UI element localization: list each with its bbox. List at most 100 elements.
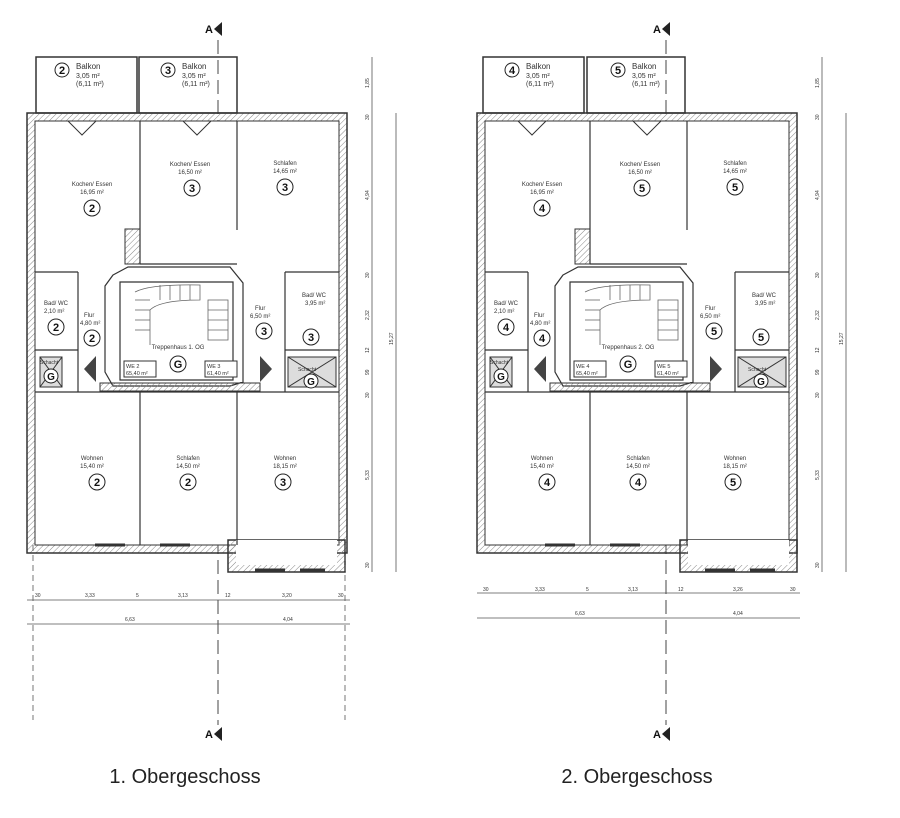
dimension-lines	[477, 57, 847, 619]
balcony-area-total: (6,11 m²)	[76, 81, 104, 88]
dim-label: 2,32	[365, 310, 371, 320]
balcony-number: 4	[509, 65, 516, 77]
room-name: Flur	[84, 313, 94, 319]
plan-1: A A	[26, 22, 397, 788]
dim-label: 30	[35, 593, 41, 599]
room-name: Flur	[534, 313, 544, 319]
dimension-lines	[27, 57, 397, 720]
dim-label: 30	[365, 114, 371, 120]
room-area: 6,50 m²	[250, 314, 270, 320]
room-name: Kochen/ Essen	[522, 182, 562, 188]
section-marker-top: A	[653, 22, 670, 36]
unit-area: 61,40 m²	[207, 371, 229, 377]
balcony-area: 3,05 m²	[76, 73, 100, 80]
unit-number: 3	[280, 477, 286, 489]
room-name: Kochen/ Essen	[620, 162, 660, 168]
room-labels: 2 Balkon 3,05 m² (6,11 m²) 3 Balkon 3,05…	[40, 62, 327, 491]
room-area: 15,40 m²	[80, 464, 104, 470]
dim-label: 5	[136, 593, 139, 599]
unit-number: G	[47, 372, 55, 383]
room-name: Treppenhaus 1. OG	[152, 345, 205, 351]
dim-label: 99	[815, 369, 821, 375]
dim-label: 30	[365, 562, 371, 568]
unit-number: 4	[539, 203, 546, 215]
room-name: Wohnen	[724, 456, 746, 462]
balcony-area: 3,05 m²	[182, 73, 206, 80]
dim-label: 3,33	[535, 587, 545, 593]
balcony-name: Balkon	[182, 62, 206, 71]
unit-number: G	[307, 377, 315, 388]
unit-label: WE 5	[657, 364, 670, 370]
dim-label: 15,27	[839, 332, 845, 345]
section-marker-bottom: A	[205, 727, 222, 741]
section-label: A	[205, 24, 213, 36]
room-name: Schlafen	[176, 456, 199, 462]
unit-number: 2	[89, 203, 95, 215]
dim-label: 12	[365, 347, 371, 353]
room-area: 3,95 m²	[305, 301, 325, 307]
room-name: Schacht	[40, 360, 59, 366]
room-area: 3,95 m²	[755, 301, 775, 307]
staircase	[584, 284, 679, 345]
room-name: Bad/ WC	[302, 293, 327, 299]
plan-caption: 2. Obergeschoss	[561, 766, 712, 788]
unit-number: 3	[308, 332, 314, 344]
dim-label: 12	[815, 347, 821, 353]
balcony-number: 2	[59, 65, 65, 77]
room-area: 14,65 m²	[273, 169, 297, 175]
room-name: Bad/ WC	[44, 301, 69, 307]
dim-label: 3,33	[85, 593, 95, 599]
room-name: Flur	[705, 306, 715, 312]
unit-number: 3	[282, 182, 288, 194]
room-area: 16,95 m²	[80, 190, 104, 196]
section-label: A	[653, 24, 661, 36]
dim-label: 4,04	[733, 611, 743, 617]
room-area: 14,50 m²	[626, 464, 650, 470]
section-label: A	[205, 729, 213, 741]
unit-number: 4	[635, 477, 642, 489]
unit-number: 4	[503, 322, 510, 334]
balcony-name: Balkon	[632, 62, 656, 71]
dim-label: 30	[815, 272, 821, 278]
unit-number: 5	[711, 326, 717, 338]
dim-label: 99	[365, 369, 371, 375]
doors	[67, 120, 325, 572]
dim-label: 15,27	[389, 332, 395, 345]
unit-number: 5	[732, 182, 738, 194]
unit-label: WE 4	[576, 364, 589, 370]
room-area: 2,10 m²	[44, 309, 64, 315]
unit-label: WE 3	[207, 364, 220, 370]
unit-number: 2	[185, 477, 191, 489]
room-name: Schlafen	[273, 161, 296, 167]
room-area: 16,95 m²	[530, 190, 554, 196]
dim-label: 1,85	[365, 78, 371, 88]
room-labels: 4 Balkon 3,05 m² (6,11 m²) 5 Balkon 3,05…	[490, 62, 777, 491]
room-name: Treppenhaus 2. OG	[602, 345, 655, 351]
room-area: 2,10 m²	[494, 309, 514, 315]
unit-number: 2	[89, 333, 95, 345]
dim-label: 12	[225, 593, 231, 599]
room-area: 18,15 m²	[723, 464, 747, 470]
plan-2: A A	[476, 22, 847, 788]
dim-label: 5	[586, 587, 589, 593]
balcony-number: 3	[165, 65, 171, 77]
room-name: Wohnen	[274, 456, 296, 462]
unit-number: 3	[261, 326, 267, 338]
dim-label: 30	[790, 587, 796, 593]
dim-label: 30	[365, 392, 371, 398]
dim-label: 3,20	[282, 593, 292, 599]
dim-label: 30	[365, 272, 371, 278]
balcony-area-total: (6,11 m²)	[182, 81, 210, 88]
unit-number: 2	[53, 322, 59, 334]
dim-label: 30	[815, 114, 821, 120]
dim-label: 4,94	[365, 190, 371, 200]
unit-number: G	[497, 372, 505, 383]
unit-area: 65,40 m²	[126, 371, 148, 377]
room-area: 14,65 m²	[723, 169, 747, 175]
unit-number: G	[624, 359, 633, 371]
dim-label: 6,63	[575, 611, 585, 617]
dim-label: 30	[338, 593, 344, 599]
balcony-area-total: (6,11 m²)	[632, 81, 660, 88]
dim-label: 2,32	[815, 310, 821, 320]
